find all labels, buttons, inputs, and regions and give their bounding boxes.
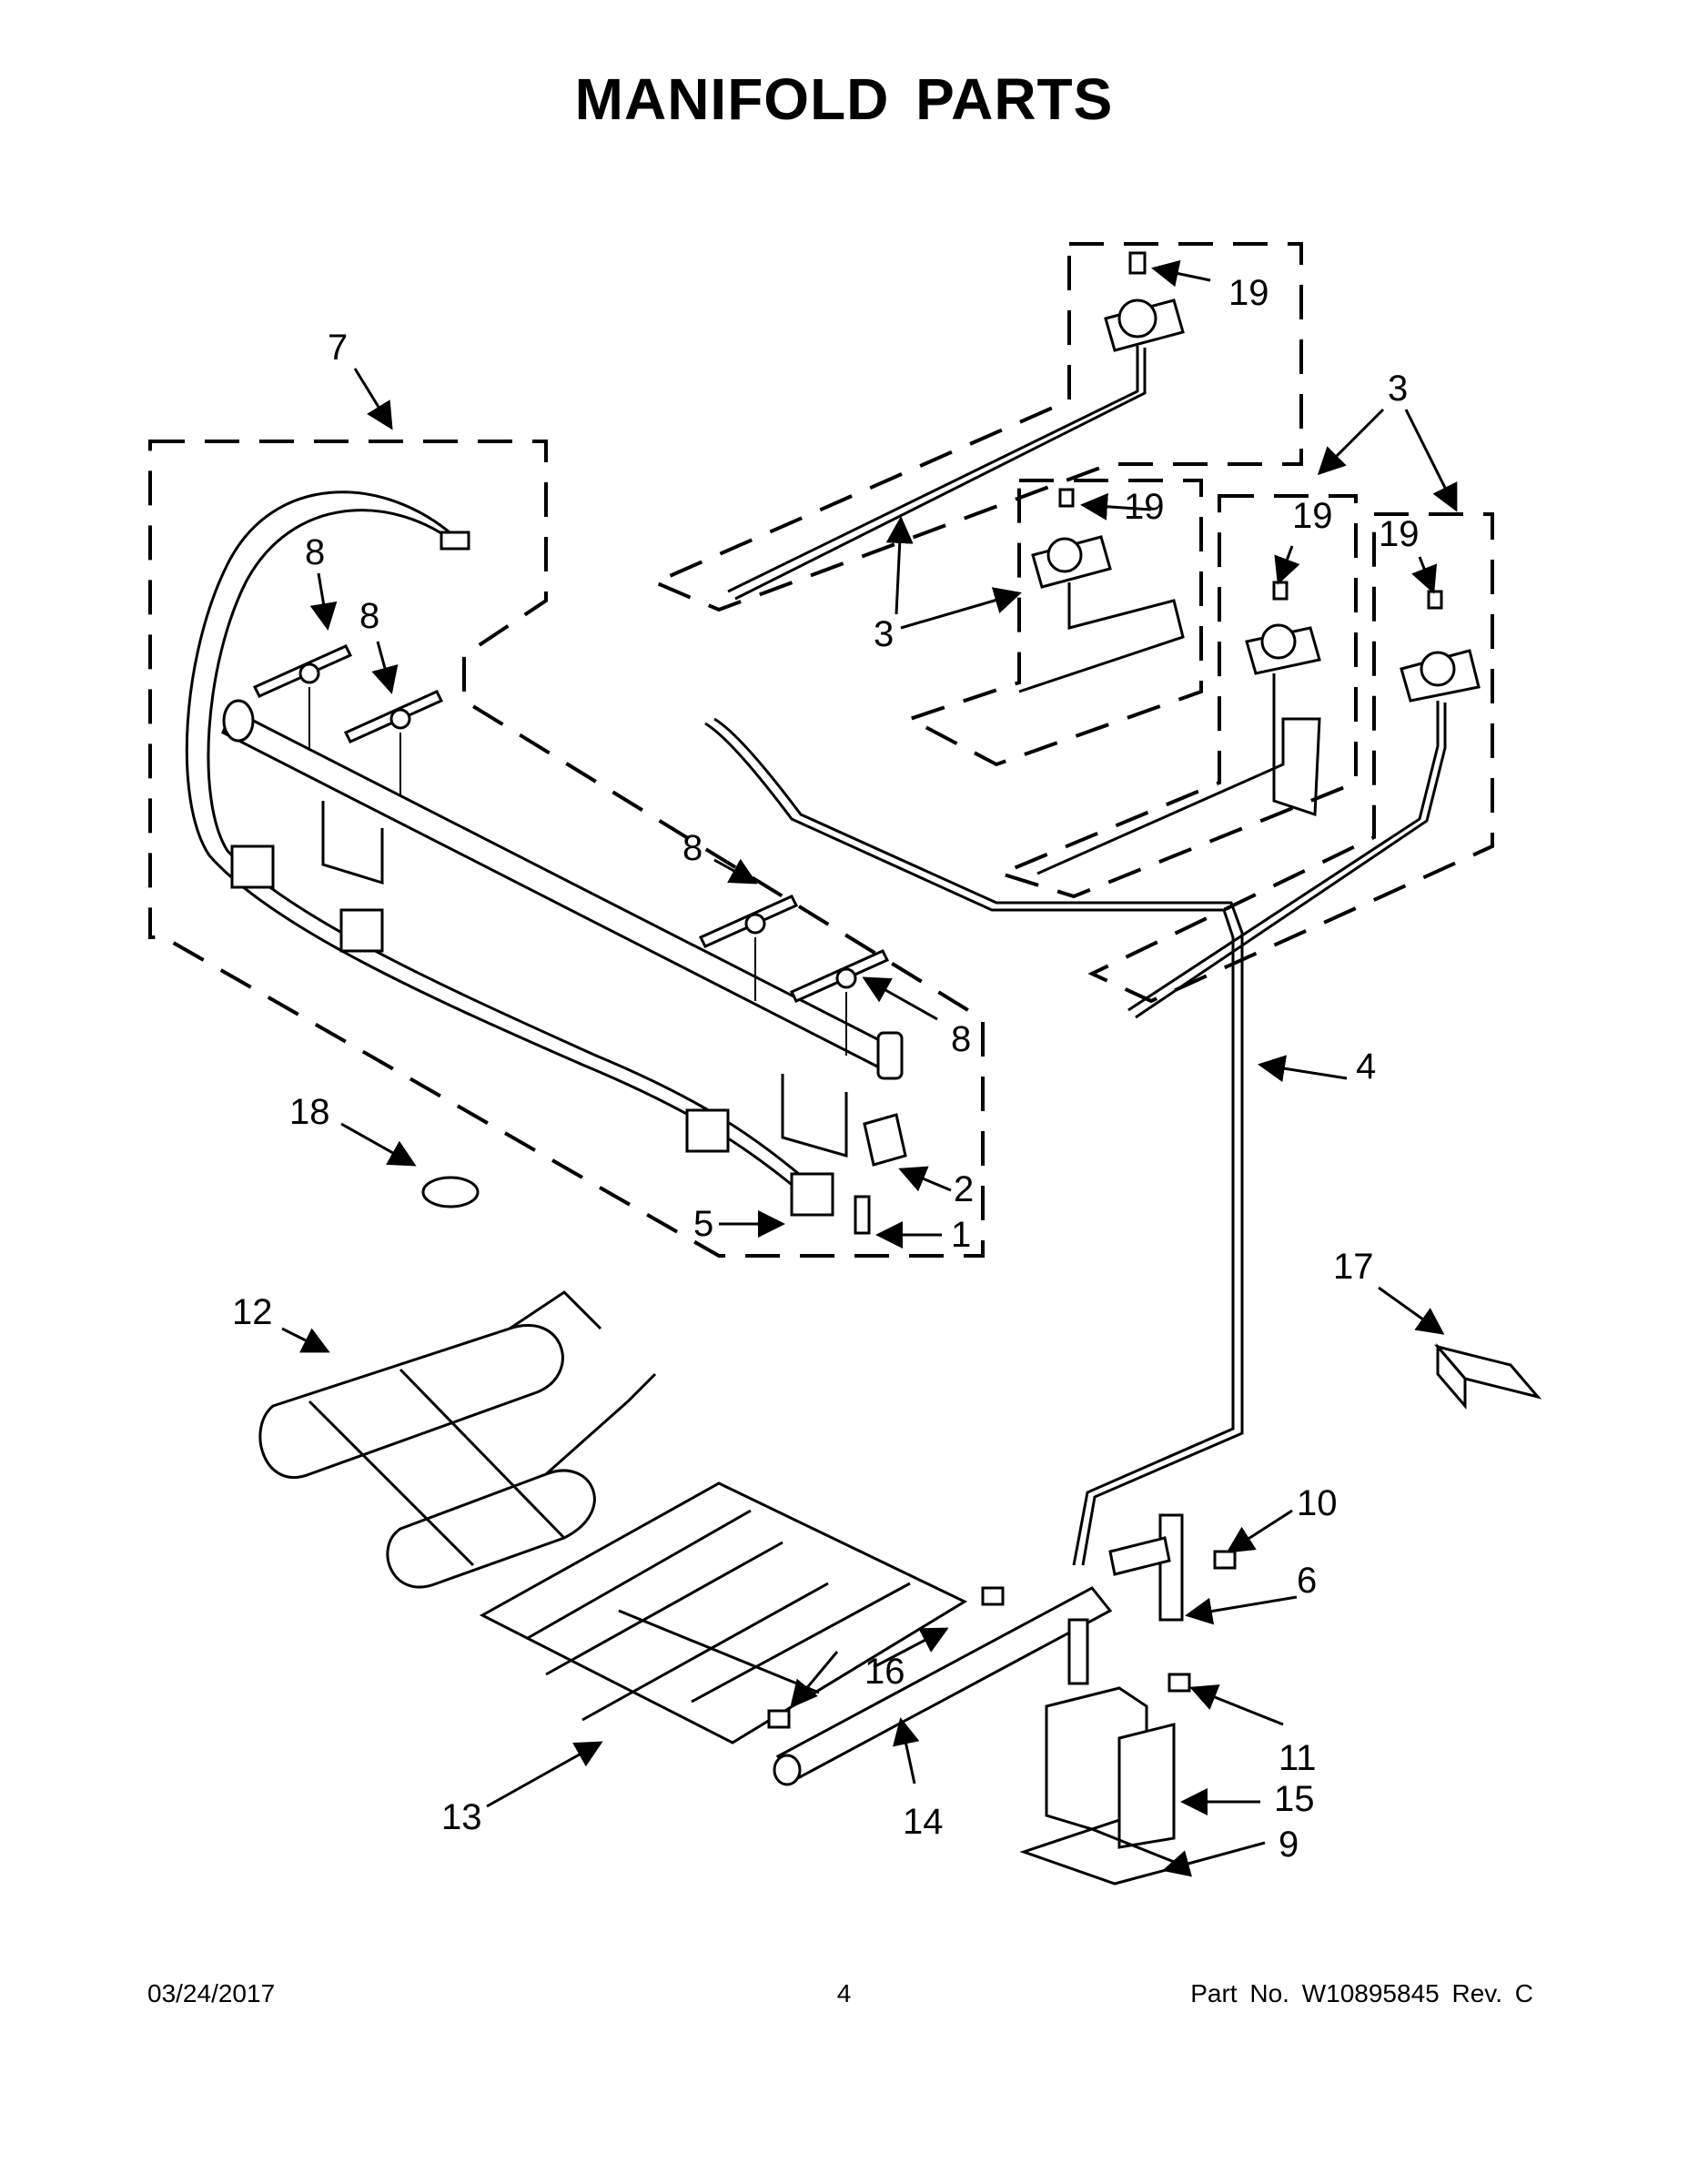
group-outline-valve-fourth <box>1087 512 1494 1004</box>
callout-1: 1 <box>951 1215 971 1255</box>
callout-10: 10 <box>1297 1483 1338 1523</box>
footer-date: 03/24/2017 <box>147 1979 276 2007</box>
callout-8-a: 8 <box>305 532 325 572</box>
gas-valve <box>1019 1686 1188 1886</box>
callout-19-top: 19 <box>1228 273 1269 313</box>
group-outline-manifold <box>148 440 985 1258</box>
bake-element <box>258 1290 657 1589</box>
callout-8-c: 8 <box>682 828 702 868</box>
callout-8-b: 8 <box>359 596 379 636</box>
callout-4: 4 <box>1356 1046 1376 1087</box>
callout-3-left: 3 <box>874 614 894 654</box>
callout-14: 14 <box>903 1802 944 1842</box>
callout-16: 16 <box>864 1652 905 1692</box>
valve-assembly-top <box>727 251 1185 601</box>
valve-assembly-middle <box>1018 488 1185 693</box>
callout-19-fourth: 19 <box>1379 514 1420 554</box>
clamp-and-screw <box>854 1113 907 1235</box>
callout-8-d: 8 <box>951 1019 971 1059</box>
leader-lines <box>281 259 1458 1877</box>
callout-9: 9 <box>1279 1825 1299 1865</box>
screws <box>767 1550 1237 1729</box>
footer-part-number: Part No. W10895845 Rev. C <box>1190 1979 1533 2007</box>
callout-11: 11 <box>1279 1738 1317 1778</box>
group-outline-valve-top <box>650 242 1303 612</box>
callout-18: 18 <box>289 1092 330 1132</box>
group-outline-valve-third <box>996 494 1358 899</box>
burner-tube <box>773 1586 1113 1786</box>
callout-19-middle: 19 <box>1124 487 1165 527</box>
callout-6: 6 <box>1297 1561 1317 1601</box>
manifold-pipe <box>221 699 904 1158</box>
page-title: MANIFOLD PARTS <box>574 66 1114 132</box>
gas-tube <box>704 717 1244 1566</box>
callout-19-third: 19 <box>1292 496 1333 536</box>
callout-12: 12 <box>232 1292 273 1332</box>
callout-7: 7 <box>328 328 348 368</box>
wire-harness <box>185 490 834 1217</box>
callout-13: 13 <box>441 1797 482 1837</box>
callout-17: 17 <box>1333 1247 1374 1287</box>
valve-assembly-fourth <box>1127 590 1481 1019</box>
footer-page-number: 4 <box>836 1979 852 2007</box>
spark-module <box>1433 1342 1542 1410</box>
igniter-bracket <box>1067 1513 1184 1685</box>
disc-part-18 <box>421 1176 480 1208</box>
burner-orifices <box>252 644 890 1056</box>
callout-5: 5 <box>693 1204 713 1244</box>
valve-assembly-third <box>1036 581 1321 875</box>
callout-2: 2 <box>954 1169 974 1209</box>
callout-15: 15 <box>1274 1779 1315 1819</box>
baffle-plate <box>479 1481 968 1744</box>
callout-3-right: 3 <box>1388 369 1408 409</box>
group-outline-valve-middle <box>905 479 1203 767</box>
